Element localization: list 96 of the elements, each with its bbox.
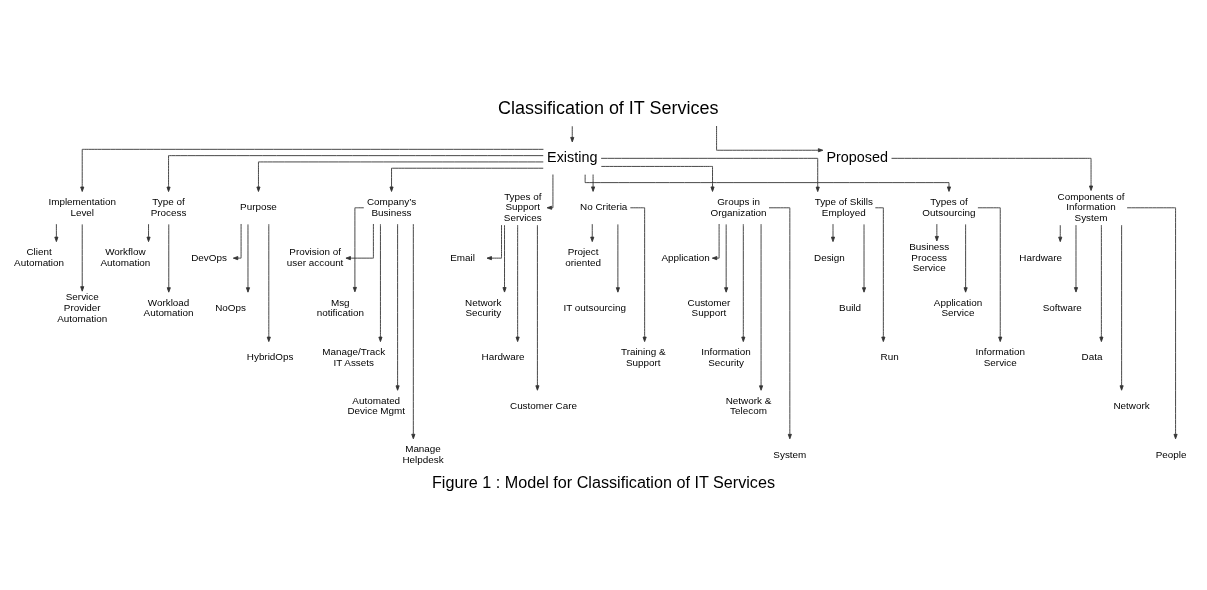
node-text: Information Service	[975, 346, 1025, 368]
node-text: Data	[1081, 351, 1103, 363]
node-text: People	[1155, 448, 1187, 460]
node-text: Application	[661, 251, 710, 263]
node-text: DevOps	[191, 251, 227, 263]
node-text: Network Security	[465, 296, 502, 319]
arrow	[591, 174, 596, 192]
arrow	[486, 224, 502, 261]
arrow	[741, 223, 746, 343]
node-text: Network	[1113, 400, 1150, 412]
node-text: Purpose	[240, 201, 277, 213]
arrow	[352, 207, 365, 293]
caption: Figure 1 : Model for Classification of IT Services	[431, 472, 776, 491]
arrow	[80, 223, 85, 292]
arrow	[584, 174, 951, 192]
arrow	[166, 155, 544, 192]
node-text: Types of Outsourcing	[922, 195, 976, 218]
node-text: Business Process Service	[909, 240, 950, 274]
node-text: Project oriented	[565, 246, 601, 269]
arrow	[1058, 224, 1063, 243]
arrow	[600, 166, 715, 192]
node-text: Application Service	[933, 296, 983, 319]
node-text: Manage/Track IT Assets	[322, 346, 386, 368]
node-text: Provision of user account	[286, 246, 344, 269]
node-text: Company’s Business	[366, 195, 417, 218]
arrow	[891, 157, 1094, 191]
node-text: Automated Device Mgmt	[347, 394, 406, 417]
node-text: Msg notification	[316, 296, 364, 319]
arrow	[395, 223, 400, 391]
node-text: Software	[1042, 302, 1082, 313]
node-text: HybridOps	[246, 351, 294, 363]
node-text: Classification of IT Services	[498, 98, 719, 119]
arrow	[411, 223, 416, 440]
arrow	[977, 207, 1003, 343]
node-text: No Criteria	[580, 201, 628, 213]
arrow	[1099, 224, 1104, 343]
node-text: Design	[814, 251, 845, 263]
node-text: Workflow Automation	[100, 246, 151, 269]
arrow	[502, 224, 507, 293]
arrow	[256, 161, 544, 192]
arrow	[1119, 224, 1124, 391]
node-text: Existing	[547, 148, 598, 165]
arrow	[546, 174, 554, 210]
arrow	[830, 223, 836, 243]
arrow	[768, 207, 792, 440]
node-text: Groups in Organization	[710, 195, 767, 218]
node-text: Email	[450, 251, 475, 263]
arrow	[166, 223, 171, 293]
node-text: Training & Support	[620, 346, 666, 368]
node-text: Run	[880, 351, 899, 363]
arrow	[146, 223, 151, 243]
arrow	[570, 125, 575, 143]
node-text: Implementation Level	[48, 195, 116, 218]
node-text: Type of Skills Employed	[814, 195, 873, 218]
node-text: IT outsourcing	[563, 302, 626, 313]
arrow	[963, 223, 968, 293]
arrow	[615, 223, 620, 293]
arrow	[934, 223, 939, 242]
node-text: NoOps	[215, 302, 246, 313]
arrow	[535, 224, 540, 391]
arrow	[266, 223, 271, 343]
arrow	[862, 223, 867, 293]
arrow	[874, 207, 886, 343]
arrow	[600, 157, 820, 193]
arrow	[515, 224, 520, 343]
arrow	[716, 125, 824, 153]
node-text: Manage Helpdesk	[402, 443, 444, 465]
node-text: Service Provider Automation	[57, 291, 108, 324]
node-text: Hardware	[481, 351, 525, 363]
arrow	[345, 223, 374, 261]
node-text: Proposed	[826, 148, 889, 165]
arrow	[232, 223, 242, 261]
node-text: Information Security	[701, 346, 751, 368]
node-text: Types of Support Services	[503, 190, 542, 224]
arrow	[389, 167, 544, 192]
arrow	[1073, 224, 1078, 293]
node-text: Type of Process	[150, 195, 187, 218]
arrow	[724, 223, 729, 293]
node-text: Customer Support	[687, 296, 731, 319]
arrow	[711, 223, 720, 261]
arrow	[378, 223, 383, 343]
arrow	[590, 223, 595, 243]
arrow	[80, 148, 544, 192]
arrow	[1126, 207, 1178, 440]
arrow	[245, 223, 250, 293]
arrow	[759, 223, 764, 391]
node-text: Components of Information System	[1057, 190, 1125, 224]
node-text: Client Automation	[14, 246, 65, 269]
node-text: Workload Automation	[143, 296, 194, 319]
arrow	[54, 223, 59, 243]
node-text: Customer Care	[510, 400, 577, 412]
arrow	[629, 207, 647, 343]
node-text: Hardware	[1019, 251, 1063, 263]
node-text: Build	[839, 302, 862, 313]
node-text: System	[773, 448, 807, 460]
node-text: Network & Telecom	[725, 394, 772, 417]
